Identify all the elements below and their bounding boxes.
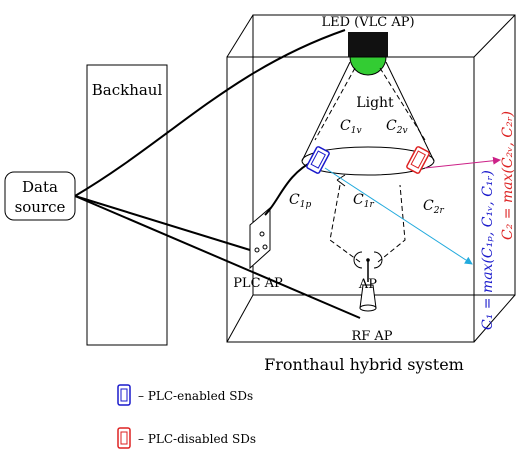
c1-equation: C₁ = max(C₁ₚ, C₁ᵥ, C₁ᵣ) bbox=[480, 170, 496, 330]
led-housing bbox=[348, 32, 388, 57]
c2-arrow bbox=[424, 156, 501, 169]
c1-arrow bbox=[324, 167, 473, 265]
legend-plc-enabled-label: – PLC-enabled SDs bbox=[138, 389, 253, 403]
led-light-dome bbox=[349, 56, 387, 76]
c1p-label: C1p bbox=[289, 192, 311, 210]
c2v-label: C2v bbox=[386, 118, 408, 136]
backhaul-links bbox=[74, 29, 361, 319]
fronthaul-caption: Fronthaul hybrid system bbox=[264, 355, 464, 374]
rf-links bbox=[329, 174, 406, 263]
ap-label: AP bbox=[358, 277, 377, 292]
vlc-links bbox=[314, 67, 426, 141]
legend: – PLC-enabled SDs – PLC-disabled SDs bbox=[117, 384, 256, 449]
legend-plc-disabled-icon bbox=[117, 427, 131, 449]
c1r-label: C1r bbox=[353, 192, 374, 210]
backhaul-label: Backhaul bbox=[92, 81, 163, 99]
data-source-label-line2: source bbox=[15, 198, 66, 216]
legend-plc-disabled-label: – PLC-disabled SDs bbox=[138, 432, 256, 446]
rf-ap-label: RF AP bbox=[351, 329, 392, 344]
plc-ap-label: PLC AP bbox=[233, 276, 283, 291]
legend-plc-enabled-icon bbox=[117, 384, 131, 406]
light-label: Light bbox=[356, 95, 394, 111]
plc-ap-socket bbox=[249, 206, 271, 270]
rf-ap bbox=[353, 251, 383, 312]
link-to-led bbox=[74, 29, 346, 197]
data-source-label-line1: Data bbox=[22, 178, 58, 196]
rf-link-1 bbox=[329, 184, 361, 263]
rf-link-2 bbox=[377, 184, 406, 263]
c2r-label: C2r bbox=[423, 198, 444, 216]
vlc-link-1 bbox=[314, 67, 356, 141]
c1v-label: C1v bbox=[340, 118, 362, 136]
vlc-link-2 bbox=[379, 67, 426, 141]
c2-equation: C₂ = max(C₂ᵥ, C₂ᵣ) bbox=[500, 111, 516, 240]
led-luminaire bbox=[348, 32, 388, 76]
link-to-rf-ap bbox=[74, 195, 361, 319]
led-label: LED (VLC AP) bbox=[321, 15, 414, 30]
backhaul-box bbox=[86, 64, 168, 346]
plc-disabled-device bbox=[406, 146, 430, 174]
light-cone bbox=[301, 61, 435, 176]
plc-enabled-device bbox=[306, 146, 330, 174]
link-to-plc-ap bbox=[74, 195, 251, 251]
